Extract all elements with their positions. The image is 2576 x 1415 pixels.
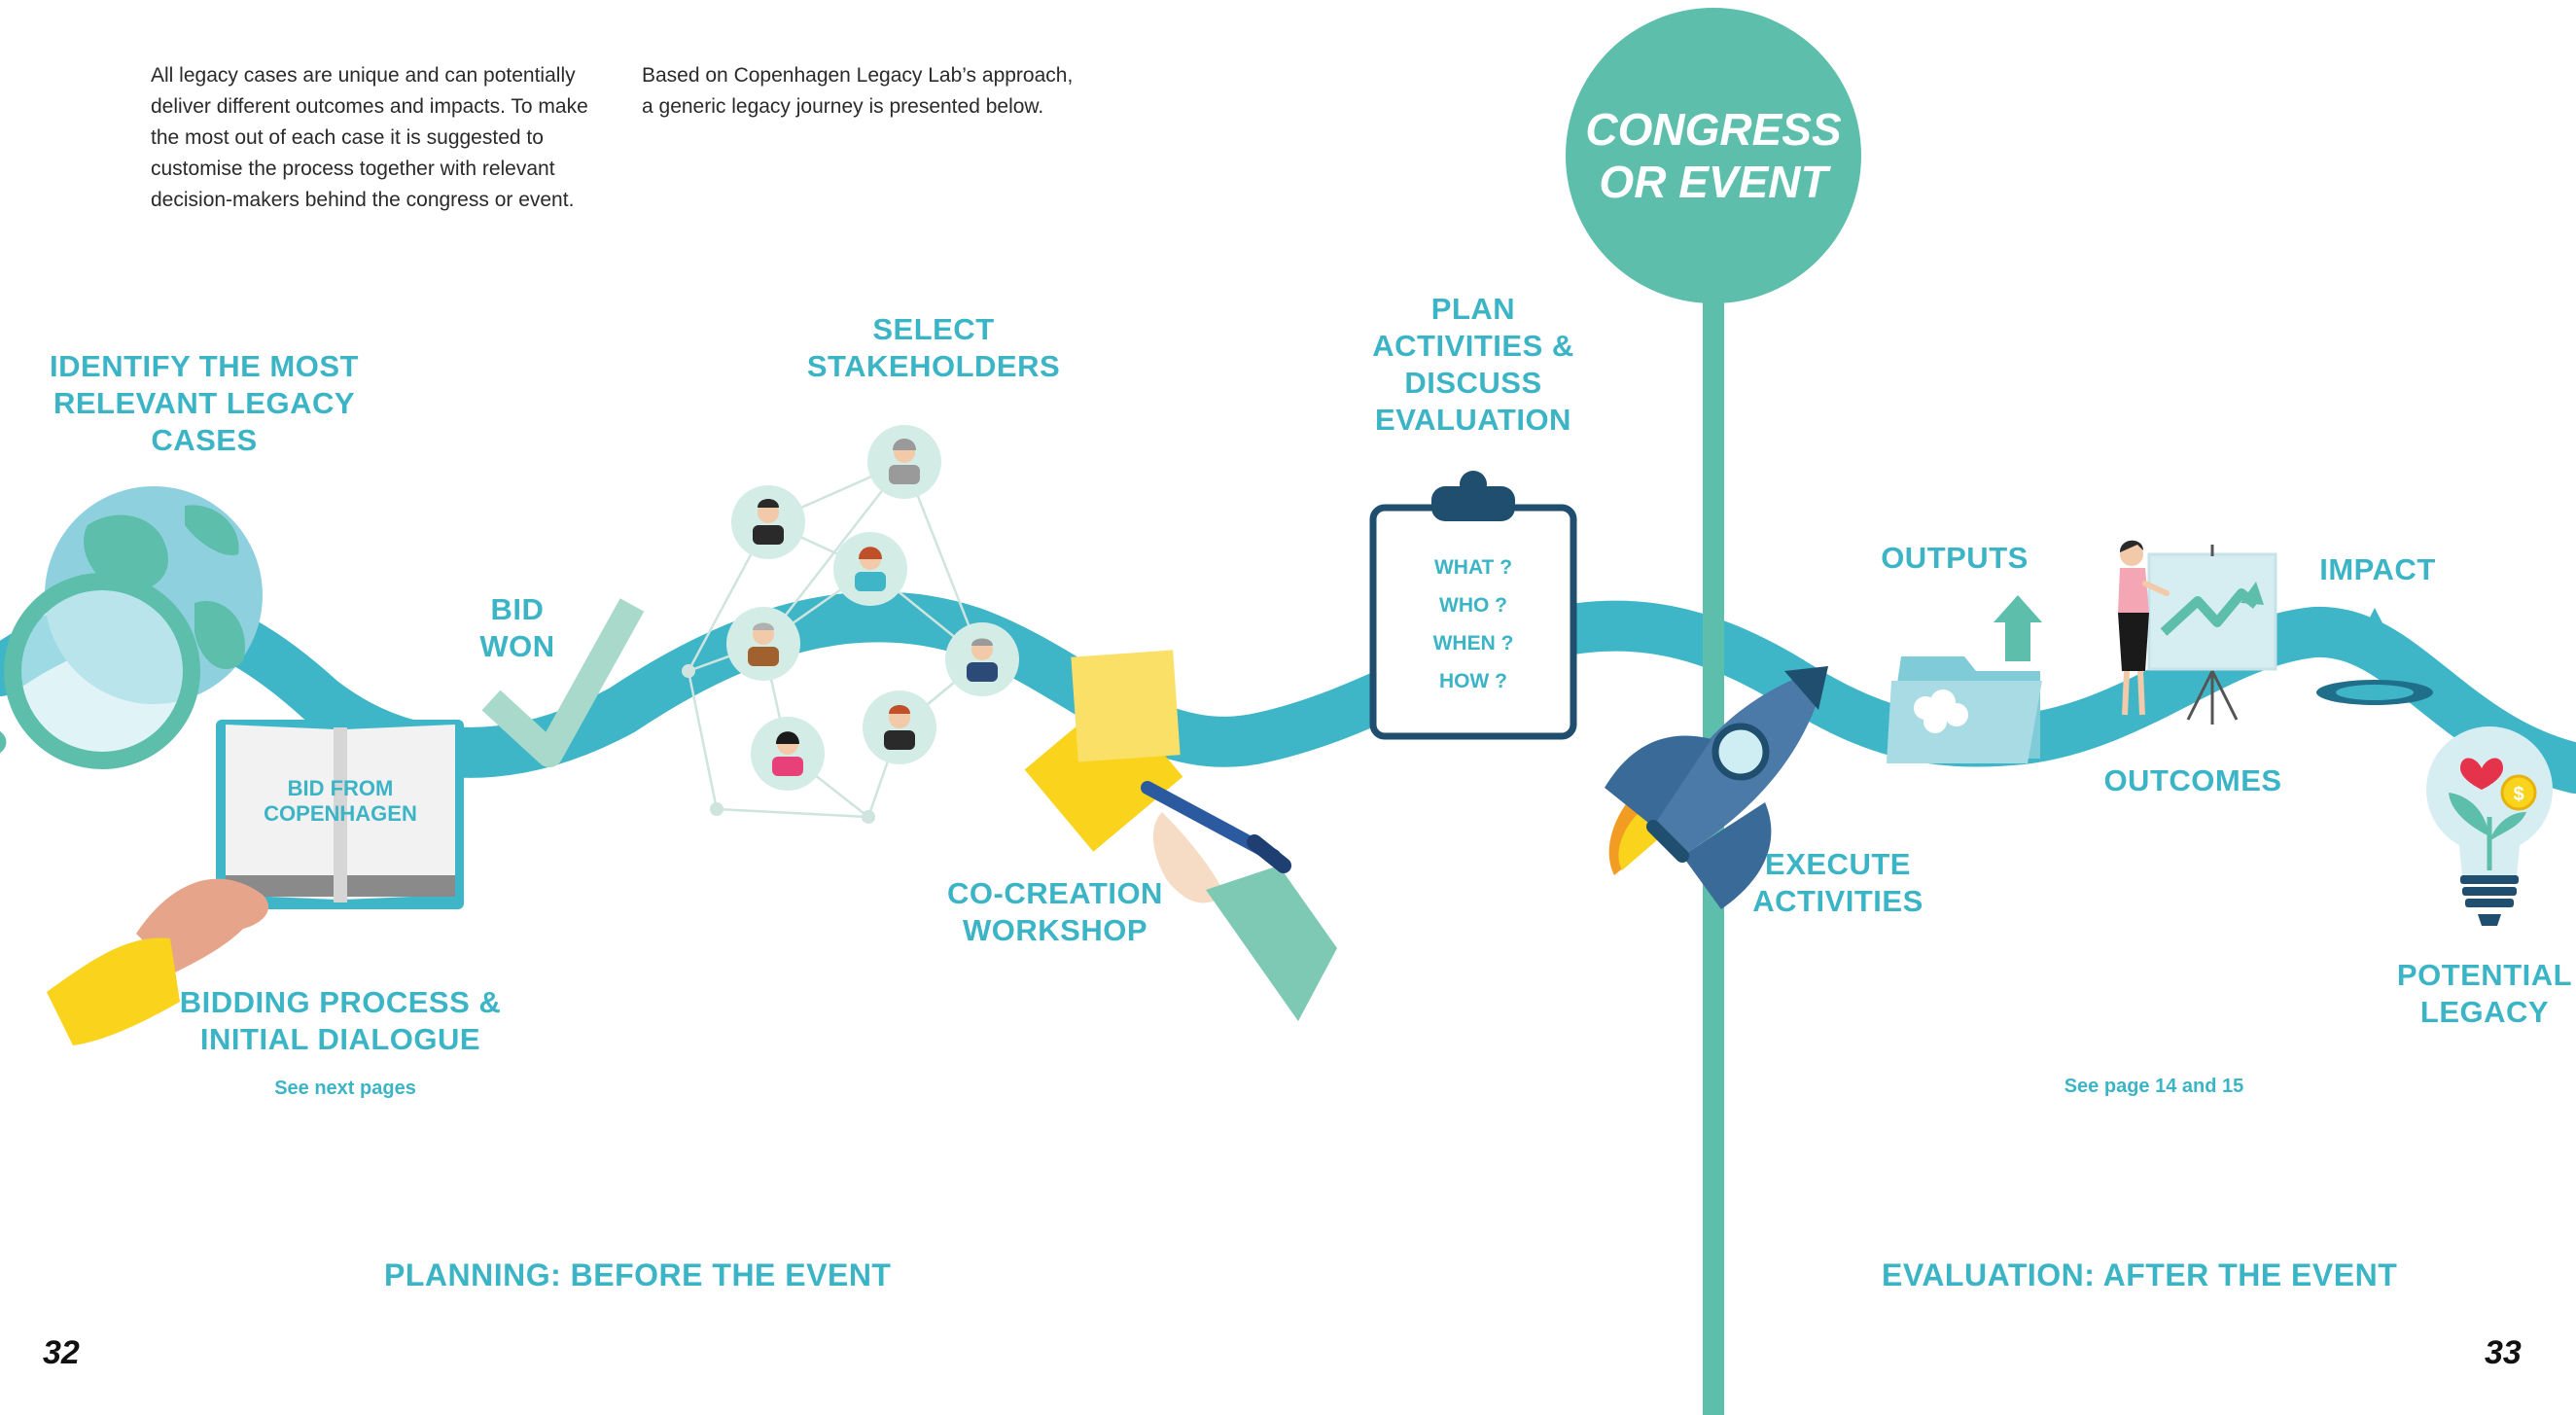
hand-with-pen-icon [1141,781,1337,1021]
check-mark-icon [481,598,645,767]
planning-phase-rest: BEFORE THE EVENT [561,1257,892,1292]
hand-holding-book-icon [47,878,269,1045]
see-page-note: See page 14 and 15 [2064,1076,2244,1097]
step-bid-won: BID WON [479,592,555,663]
planning-phase-label: PLANNING: BEFORE THE EVENT [384,1257,968,1293]
stakeholder-avatar-7 [863,690,936,764]
intro-right-paragraph: Based on Copenhagen Legacy Lab’s approac… [642,64,1074,118]
stakeholder-avatar-4 [726,607,800,681]
see-next-pages-note: See next pages [274,1078,416,1099]
water-drop-icon [2316,608,2433,705]
clipboard-question-when: WHEN ? [1432,632,1514,654]
page-number-left: 32 [43,1334,80,1371]
stakeholder-avatar-3 [833,532,907,606]
rocket-icon [1605,666,1828,909]
brain-icon [1914,690,1968,733]
step-identify-cases: IDENTIFY THE MOST RELEVANT LEGACY CASES [50,349,359,457]
step-select-stakeholders: SELECT STAKEHOLDERS [806,312,1061,383]
intro-left-paragraph: All legacy cases are unique and can pote… [151,64,588,211]
stakeholder-avatar-5 [751,717,825,791]
sticky-notes-icon [1024,650,1183,852]
stakeholder-avatar-1 [731,485,805,559]
step-execute-activities: EXECUTE ACTIVITIES [1752,847,1923,918]
clipboard-question-who: WHO ? [1439,594,1507,617]
congress-circle [1566,8,1861,303]
outputs-folder-icon [1887,595,2042,763]
congress-title: CONGRESS OR EVENT [1585,104,1842,207]
page-number-right: 33 [2485,1334,2522,1371]
step-potential-legacy: POTENTIAL LEGACY [2396,958,2573,1029]
clipboard-icon [1369,471,1577,740]
step-bidding-process: BIDDING PROCESS & INITIAL DIALOGUE [179,985,502,1056]
clipboard-question-how: HOW ? [1439,670,1507,692]
bid-book-icon [216,720,464,909]
stakeholder-avatar-2 [867,425,941,499]
clipboard-question-what: WHAT ? [1433,556,1513,579]
lightbulb-icon: $ [2426,726,2553,926]
evaluation-phase-rest: AFTER THE EVENT [2095,1257,2398,1292]
evaluation-phase-key: EVALUATION: [1882,1257,2096,1292]
presenter-easel-icon [2118,540,2277,725]
globe-magnifier-icon [0,486,263,813]
step-outcomes: OUTCOMES [2103,763,2282,797]
book-label: BID FROM COPENHAGEN [264,776,417,826]
stakeholder-avatar-6 [945,622,1019,696]
stakeholder-nodes [682,664,875,824]
evaluation-phase-label: EVALUATION: AFTER THE EVENT [1882,1257,2465,1293]
svg-text:$: $ [2513,784,2523,805]
step-co-creation-workshop: CO-CREATION WORKSHOP [947,876,1163,947]
step-outputs: OUTPUTS [1881,541,2029,575]
step-impact: IMPACT [2319,552,2436,586]
step-plan-activities: PLAN ACTIVITIES & DISCUSS EVALUATION [1372,292,1574,437]
planning-phase-key: PLANNING: [384,1257,562,1292]
